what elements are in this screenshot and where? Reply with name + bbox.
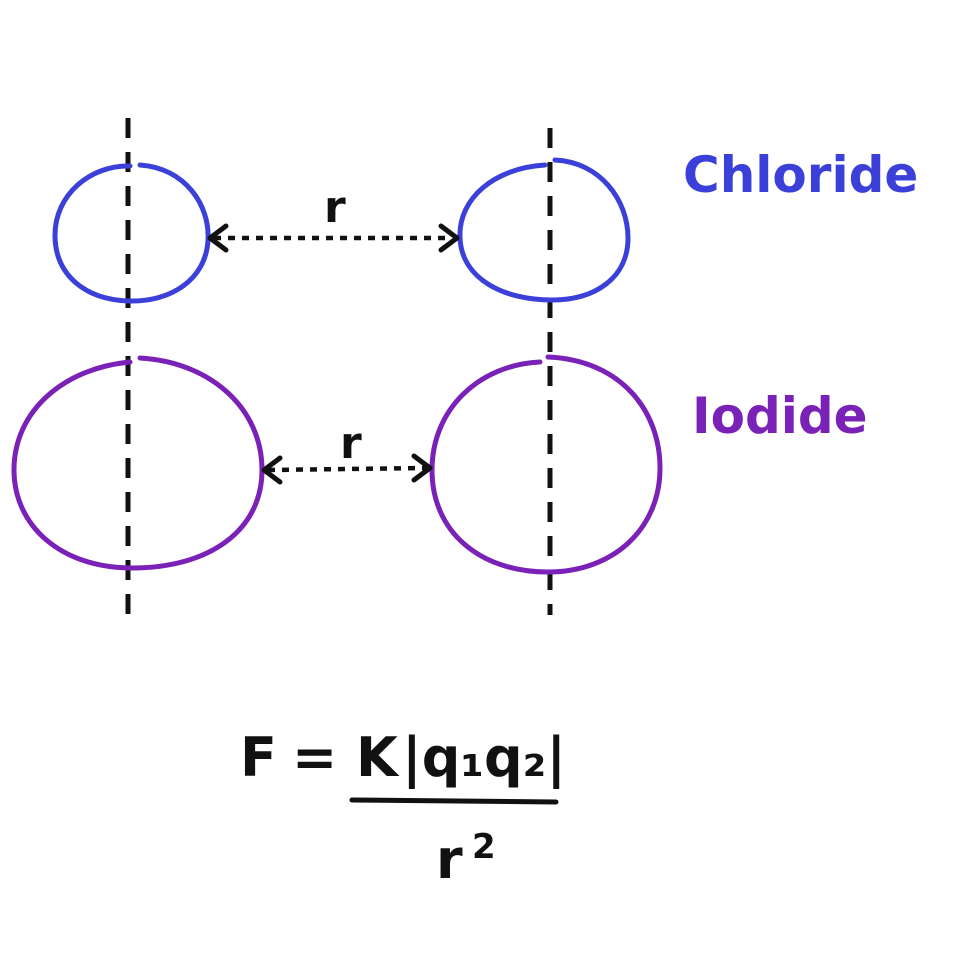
equation-lhs: F — [240, 726, 277, 789]
equation-denominator-r: r — [436, 828, 463, 891]
iodide-ion-left — [11, 355, 265, 571]
iodide-ion-right — [429, 354, 663, 575]
iodide-arrowhead-left — [261, 455, 283, 485]
chloride-ion-left — [52, 162, 211, 304]
chloride-ion-right — [457, 157, 631, 303]
equation-charges: |q₁q₂| — [402, 726, 566, 789]
equation-constant-k: K — [356, 726, 400, 789]
equation-denominator-exponent: 2 — [472, 827, 496, 867]
iodide-arrowhead-right — [411, 453, 433, 483]
coulomb-equation: F = K |q₁q₂| r 2 — [240, 726, 566, 891]
iodide-label: Iodide — [692, 387, 868, 445]
chloride-distance-label: r — [324, 182, 346, 233]
equation-fraction-bar — [349, 797, 559, 805]
iodide-distance-line — [267, 465, 427, 473]
iodide-distance-label: r — [340, 418, 362, 469]
chloride-label: Chloride — [683, 146, 918, 204]
chloride-arrowhead-left — [207, 223, 229, 253]
chloride-arrowhead-right — [438, 223, 460, 253]
equation-equals: = — [292, 726, 337, 789]
